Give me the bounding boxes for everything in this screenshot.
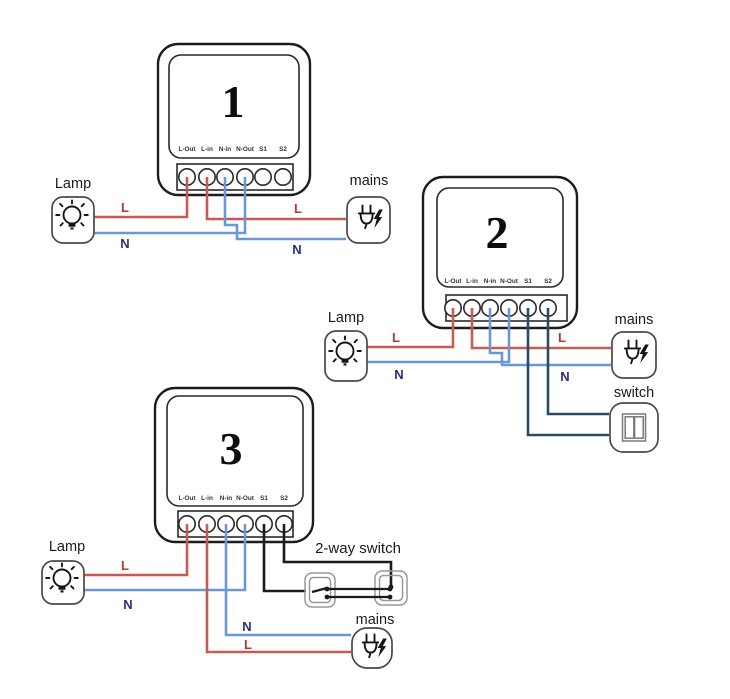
device-2-terminal-label: S2	[544, 278, 552, 285]
device-2-face	[436, 187, 564, 288]
device-3-terminal-label: L-in	[201, 495, 213, 502]
mains-3: mains N L	[242, 612, 395, 669]
neutral-label: N	[242, 619, 251, 634]
contact-dot	[388, 584, 394, 590]
contact-dot	[324, 586, 330, 592]
wire-switch-s2-2	[546, 308, 609, 416]
live-label: L	[121, 200, 129, 215]
device-1-terminal-label: S1	[259, 146, 267, 153]
device-1-terminal-label: N-in	[219, 146, 232, 153]
mains-1-label: mains	[350, 173, 389, 189]
lamp-1-box	[51, 196, 95, 244]
lamp-2-label: Lamp	[328, 310, 364, 326]
device-3-terminal-label: S1	[260, 495, 268, 502]
device-1: 1 L-Out L-in N-in N-Out S1 S2	[156, 42, 312, 197]
device-1-terminal	[273, 168, 292, 187]
wire-lamp-live-3	[84, 524, 189, 577]
device-1-terminal-label: L-Out	[178, 146, 196, 153]
lamp-1-label: Lamp	[55, 176, 91, 192]
wire-lamp-neutral-2	[366, 308, 511, 364]
neutral-label: N	[120, 236, 129, 251]
mains-3-label: mains	[356, 612, 395, 628]
wire-lamp-live-2	[366, 308, 455, 349]
neutral-label: N	[292, 242, 301, 257]
device-1-terminal-strip	[176, 163, 294, 191]
wire-mains-neutral-3	[224, 524, 351, 637]
neutral-label: N	[123, 597, 132, 612]
two-way-switch: 2-way switch	[304, 540, 408, 608]
wire-lamp-neutral-1	[93, 177, 247, 235]
switch-2: switch	[609, 385, 659, 453]
device-2-terminal-label: L-in	[466, 278, 478, 285]
device-3: 3 L-Out L-in N-in N-Out S1 S2	[153, 386, 315, 544]
two-way-switch-label: 2-way switch	[315, 540, 401, 557]
mains-2-label: mains	[615, 312, 654, 328]
device-2-number: 2	[486, 207, 509, 258]
lamp-1: Lamp L N	[51, 176, 130, 251]
device-1-face	[168, 54, 300, 159]
device-1-terminal-label: S2	[279, 146, 287, 153]
wire-lamp-live-1	[93, 177, 189, 219]
live-label: L	[294, 201, 302, 216]
mains-3-box	[351, 627, 393, 669]
switch-toggle-lever	[311, 586, 328, 594]
live-label: L	[121, 558, 129, 573]
device-2-terminal-label: L-Out	[444, 278, 462, 285]
lamp-2-box	[324, 330, 368, 382]
mains-2: mains L N	[558, 312, 657, 384]
live-label: L	[392, 330, 400, 345]
device-2-wiring	[366, 308, 611, 437]
device-1-number: 1	[222, 76, 245, 127]
wire-mains-live-2	[470, 308, 611, 350]
device-1-terminal-label: N-Out	[236, 146, 255, 153]
device-3-terminal-label: N-Out	[236, 495, 255, 502]
live-label: L	[558, 330, 566, 345]
lamp-3-label: Lamp	[49, 539, 85, 555]
device-3-face	[166, 395, 304, 507]
contact-dot	[387, 594, 393, 600]
device-3-terminal-label: L-Out	[178, 495, 196, 502]
lamp-2: Lamp L N	[324, 310, 404, 382]
device-3-terminal-label: N-in	[220, 495, 233, 502]
switch-2-label: switch	[614, 385, 654, 401]
wire-mains-neutral-2	[488, 308, 611, 367]
wire-switch-s1-3	[262, 524, 306, 593]
device-2: 2 L-Out L-in N-in N-Out S1 S2	[421, 175, 579, 330]
device-3-terminal-label: S2	[280, 495, 288, 502]
wire-mains-live-1	[205, 177, 346, 221]
mains-2-box	[611, 331, 657, 379]
device-2-body	[421, 175, 579, 330]
wire-switch-s2-3	[282, 524, 393, 586]
neutral-label: N	[394, 367, 403, 382]
lamp-3: Lamp L N	[41, 539, 133, 612]
device-1-terminal	[254, 168, 273, 187]
wire-mains-live-3	[205, 524, 351, 654]
lamp-3-box	[41, 560, 85, 605]
device-1-terminal-label: L-in	[201, 146, 213, 153]
live-label: L	[244, 637, 252, 652]
device-3-wiring	[84, 524, 393, 654]
mains-1-box	[346, 196, 391, 244]
device-2-terminal-label: N-Out	[500, 278, 519, 285]
device-3-body	[153, 386, 315, 544]
contact-dot	[324, 594, 330, 600]
device-3-terminal-strip	[177, 510, 294, 538]
wire-mains-neutral-1	[223, 177, 346, 241]
device-2-terminal-label: N-in	[484, 278, 497, 285]
device-1-wiring	[93, 177, 346, 241]
traveler-wires	[327, 587, 390, 599]
device-2-terminal-label: S1	[524, 278, 532, 285]
wire-lamp-neutral-3	[84, 524, 247, 592]
wire-switch-s1-2	[526, 308, 609, 437]
mains-1: mains L N	[292, 173, 391, 257]
device-3-number: 3	[220, 423, 243, 474]
neutral-label: N	[560, 369, 569, 384]
